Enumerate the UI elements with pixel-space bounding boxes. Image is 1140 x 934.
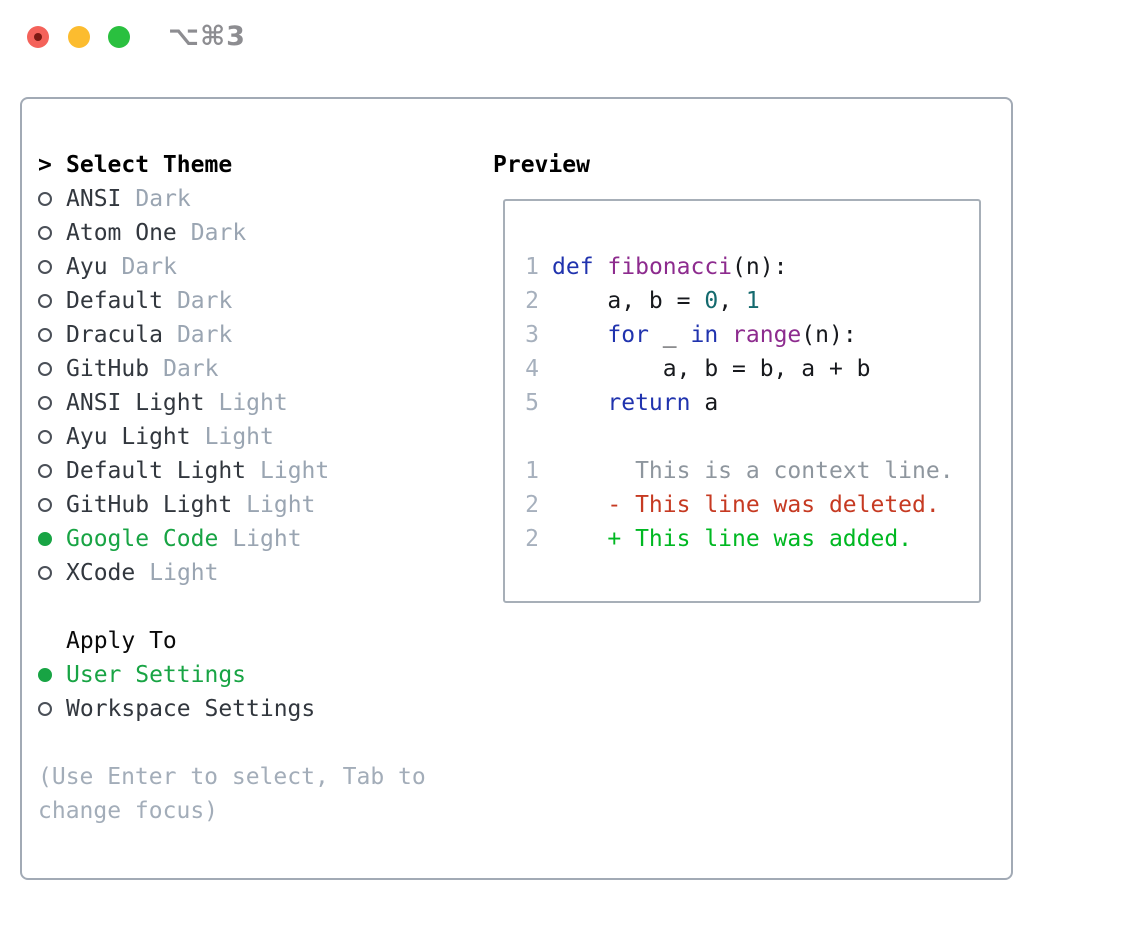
theme-variant: Light	[246, 492, 316, 518]
minimize-button-icon[interactable]	[68, 26, 90, 48]
theme-option-github-dark[interactable]: GitHub Dark	[38, 352, 426, 386]
apply-option-label: User Settings	[66, 662, 247, 688]
diff-added-line: 2 + This line was added.	[525, 522, 979, 556]
select-theme-title: Select Theme	[66, 152, 233, 178]
line-number: 2	[525, 526, 539, 552]
theme-name: ANSI	[66, 186, 122, 212]
apply-option-workspace-settings[interactable]: Workspace Settings	[38, 692, 426, 726]
theme-variant: Dark	[176, 288, 233, 314]
theme-name: Default	[66, 288, 163, 314]
radio-icon	[38, 192, 66, 206]
radio-icon	[38, 226, 66, 240]
theme-variant: Light	[260, 458, 330, 484]
theme-option-ansi-light[interactable]: ANSI Light Light	[38, 386, 426, 420]
theme-option-dracula-dark[interactable]: Dracula Dark	[38, 318, 426, 352]
close-button-icon[interactable]	[27, 26, 49, 48]
line-number: 2	[525, 492, 539, 518]
hint-text-line2: change focus)	[38, 798, 219, 824]
theme-option-ansi-dark[interactable]: ANSI Dark	[38, 182, 426, 216]
radio-icon	[38, 294, 66, 308]
theme-name: Dracula	[66, 322, 163, 348]
theme-variant: Light	[149, 560, 219, 586]
theme-picker-panel: > Select Theme ANSI Dark Atom One Dark A…	[20, 97, 1013, 880]
theme-option-atom-one-dark[interactable]: Atom One Dark	[38, 216, 426, 250]
theme-option-default-light[interactable]: Default Light Light	[38, 454, 426, 488]
theme-variant: Dark	[176, 322, 233, 348]
radio-icon	[38, 260, 66, 274]
theme-variant: Dark	[135, 186, 191, 212]
keyboard-shortcut-label: ⌥⌘3	[168, 21, 246, 52]
line-number: 5	[525, 390, 539, 416]
theme-variant: Dark	[121, 254, 177, 280]
spacer	[38, 726, 426, 760]
theme-option-xcode-light[interactable]: XCode Light	[38, 556, 426, 590]
radio-selected-icon	[38, 668, 66, 682]
select-theme-header: > Select Theme	[38, 148, 426, 182]
radio-icon	[38, 328, 66, 342]
theme-variant: Dark	[190, 220, 247, 246]
radio-icon	[38, 498, 66, 512]
titlebar: ⌥⌘3	[0, 0, 1140, 74]
theme-name: Ayu Light	[66, 424, 191, 450]
line-number: 2	[525, 288, 539, 314]
line-number: 1	[525, 458, 539, 484]
apply-to-header: Apply To	[38, 624, 426, 658]
line-number: 1	[525, 254, 539, 280]
theme-name: Google Code	[66, 526, 219, 552]
theme-name: ANSI Light	[66, 390, 205, 416]
theme-variant: Light	[218, 390, 288, 416]
theme-name: GitHub Light	[66, 492, 233, 518]
radio-icon	[38, 396, 66, 410]
theme-option-github-light[interactable]: GitHub Light Light	[38, 488, 426, 522]
theme-name: XCode	[66, 560, 136, 586]
radio-icon	[38, 430, 66, 444]
code-line: 2 a, b = 0, 1	[525, 284, 979, 318]
theme-name: GitHub	[66, 356, 150, 382]
theme-variant: Dark	[163, 356, 219, 382]
theme-variant: Light	[204, 424, 274, 450]
code-line: 4 a, b = b, a + b	[525, 352, 979, 386]
hint-text-line1: (Use Enter to select, Tab to	[38, 764, 426, 790]
diff-context-line: 1 This is a context line.	[525, 454, 979, 488]
cursor-chevron-icon: >	[38, 152, 52, 178]
radio-icon	[38, 702, 66, 716]
theme-name: Default Light	[66, 458, 247, 484]
diff-deleted-line: 2 - This line was deleted.	[525, 488, 979, 522]
radio-icon	[38, 362, 66, 376]
radio-selected-icon	[38, 532, 66, 546]
preview-title: Preview	[493, 152, 590, 178]
code-line: 3 for _ in range(n):	[525, 318, 979, 352]
theme-option-default-dark[interactable]: Default Dark	[38, 284, 426, 318]
theme-variant: Light	[232, 526, 302, 552]
blank-line	[525, 420, 979, 454]
apply-option-user-settings[interactable]: User Settings	[38, 658, 426, 692]
theme-option-ayu-dark[interactable]: Ayu Dark	[38, 250, 426, 284]
code-line: 5 return a	[525, 386, 979, 420]
radio-icon	[38, 464, 66, 478]
line-number: 3	[525, 322, 539, 348]
theme-option-ayu-light[interactable]: Ayu Light Light	[38, 420, 426, 454]
apply-option-label: Workspace Settings	[66, 696, 316, 722]
zoom-button-icon[interactable]	[108, 26, 130, 48]
theme-name: Atom One	[66, 220, 177, 246]
theme-option-google-code-light[interactable]: Google Code Light	[38, 522, 426, 556]
theme-name: Ayu	[66, 254, 108, 280]
theme-list: > Select Theme ANSI Dark Atom One Dark A…	[38, 148, 426, 828]
radio-icon	[38, 566, 66, 580]
line-number: 4	[525, 356, 539, 382]
spacer	[38, 590, 426, 624]
apply-to-title: Apply To	[66, 628, 177, 654]
